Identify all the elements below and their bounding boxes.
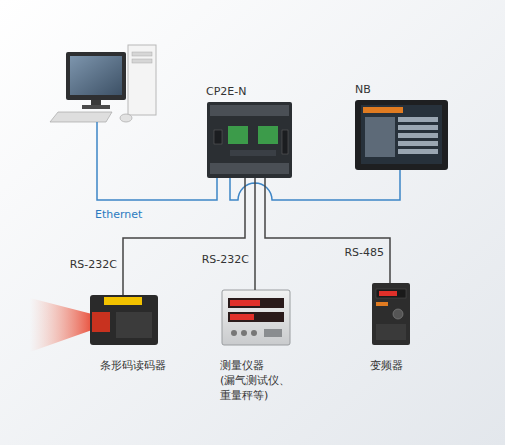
device-caption: 变频器 (370, 358, 403, 373)
reader-side (116, 312, 152, 338)
device-heading: NB (355, 82, 371, 97)
switch (264, 329, 282, 337)
hmi-frame (355, 100, 448, 170)
device-caption: 条形码读码器 (100, 358, 166, 373)
screen-panel (365, 117, 395, 157)
serial-connector (254, 178, 256, 290)
monitor-screen (70, 56, 122, 95)
inverter-illustration (372, 283, 410, 345)
led-display (228, 298, 284, 308)
monitor-base (82, 105, 110, 109)
screen-header (363, 107, 403, 113)
serial-connector (123, 178, 245, 295)
button (241, 330, 247, 336)
vent-panel (376, 324, 406, 340)
screen-row (398, 125, 438, 130)
port (214, 130, 222, 144)
status-panel (228, 126, 248, 144)
plc-node: CP2E-N (207, 102, 292, 178)
port (282, 130, 288, 154)
button (251, 330, 257, 336)
screen-row (398, 133, 438, 138)
device-node: 条形码读码器 (88, 295, 158, 345)
serial-connector (265, 178, 390, 283)
reader-label (104, 297, 142, 305)
device-node: 变频器 (372, 283, 410, 345)
instrument-case (222, 290, 290, 345)
measuring-instrument-illustration (222, 290, 290, 345)
plc-body (207, 102, 292, 178)
interface-label: RS-485 (344, 246, 384, 260)
hmi-illustration (355, 100, 448, 170)
network-label: Ethernet (95, 208, 142, 222)
mouse (120, 114, 132, 122)
barcode-reader-illustration (30, 295, 158, 352)
terminal-strip (210, 163, 289, 174)
screen-row (398, 141, 438, 146)
led-display (228, 312, 284, 322)
brand-plate (376, 302, 388, 306)
hmi-screen (361, 105, 442, 164)
status-panel (258, 126, 278, 144)
inverter-body (372, 283, 410, 345)
interface-label: RS-232C (202, 253, 249, 267)
hmi-node: NB (355, 100, 448, 170)
screen-row (398, 117, 438, 122)
reader-window (92, 312, 110, 332)
device-heading: CP2E-N (206, 84, 246, 99)
screen-row (398, 149, 438, 154)
keyboard (50, 112, 112, 122)
indicator-row (230, 150, 276, 156)
reader-body (90, 295, 158, 345)
plc-illustration (207, 102, 292, 178)
dial (393, 309, 403, 319)
drive-slot (132, 59, 152, 63)
led-digits (230, 300, 260, 306)
device-caption: 测量仪器 (漏气测试仪、 重量秤等) (220, 358, 298, 403)
laser-beam (30, 298, 92, 352)
pc-illustration (50, 45, 156, 122)
pc-tower (128, 45, 156, 115)
button (231, 330, 237, 336)
inverter-display (376, 289, 406, 298)
monitor-bezel (66, 52, 126, 100)
interface-label: RS-232C (70, 258, 117, 272)
device-node: 测量仪器 (漏气测试仪、 重量秤等) (222, 290, 290, 345)
led-digits (230, 314, 254, 320)
drive-slot (132, 52, 152, 56)
ethernet-wire (97, 122, 217, 200)
inverter-digits (379, 291, 397, 296)
terminal-strip (210, 105, 289, 116)
